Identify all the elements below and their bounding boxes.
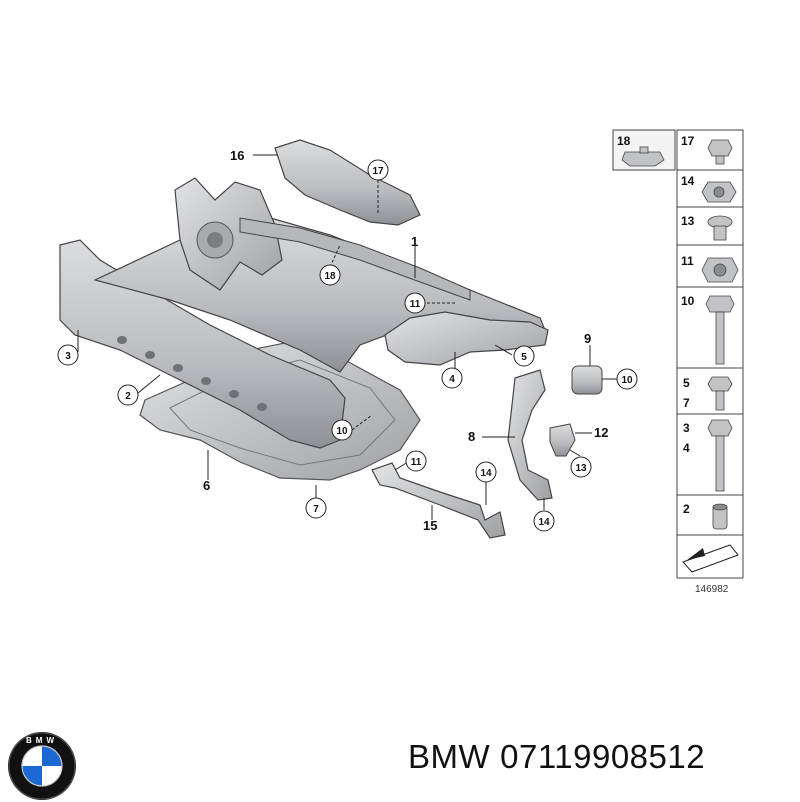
legend-label-4: 4 bbox=[683, 441, 690, 455]
callout-17: 17 bbox=[372, 166, 384, 177]
legend-label-13: 13 bbox=[681, 214, 695, 228]
legend-label-2: 2 bbox=[683, 502, 690, 516]
callout-5-circle: 5 bbox=[513, 345, 535, 367]
control-arm-part bbox=[507, 369, 553, 501]
callout-14-upper: 14 bbox=[480, 468, 492, 479]
callout-13: 13 bbox=[575, 463, 587, 474]
callout-5: 5 bbox=[521, 352, 527, 363]
callout-13-circle: 13 bbox=[570, 456, 592, 478]
legend-nut-11 bbox=[701, 257, 739, 283]
callout-11-upper-circle: 11 bbox=[404, 292, 426, 314]
legend-label-14: 14 bbox=[681, 174, 695, 188]
bushing-part bbox=[571, 365, 603, 395]
callout-15: 15 bbox=[423, 518, 437, 533]
legend-bolt-5-7 bbox=[707, 376, 733, 411]
legend-label-7: 7 bbox=[683, 396, 690, 410]
callout-10-right: 10 bbox=[621, 375, 633, 386]
legend-bolt-13 bbox=[707, 215, 733, 241]
callout-2-circle: 2 bbox=[117, 384, 139, 406]
callout-18-circle: 18 bbox=[319, 264, 341, 286]
callout-6: 6 bbox=[203, 478, 210, 493]
heat-shield-part bbox=[274, 139, 421, 226]
bmw-logo-quadrants bbox=[21, 745, 63, 787]
legend-clip-18 bbox=[621, 146, 665, 167]
callout-4: 4 bbox=[449, 374, 455, 385]
callout-2: 2 bbox=[125, 391, 131, 402]
callout-9: 9 bbox=[584, 331, 591, 346]
legend-label-3: 3 bbox=[683, 421, 690, 435]
callout-8: 8 bbox=[468, 429, 475, 444]
callout-14-upper-circle: 14 bbox=[475, 461, 497, 483]
callout-16: 16 bbox=[230, 148, 244, 163]
right-mount-part bbox=[384, 311, 549, 366]
callout-10-left: 10 bbox=[336, 426, 348, 437]
stabilizer-bar-part bbox=[239, 217, 471, 301]
callout-3-circle: 3 bbox=[57, 344, 79, 366]
callout-12: 12 bbox=[594, 425, 608, 440]
callout-11-lower: 11 bbox=[411, 457, 422, 468]
legend-label-11: 11 bbox=[681, 254, 694, 268]
bmw-logo: BMW bbox=[8, 732, 76, 800]
callout-14-lower-circle: 14 bbox=[533, 510, 555, 532]
part-number: 07119908512 bbox=[500, 738, 706, 775]
legend-bolt-10 bbox=[705, 295, 735, 365]
callout-7: 7 bbox=[313, 504, 319, 515]
callout-3: 3 bbox=[65, 351, 71, 362]
callout-7-circle: 7 bbox=[305, 497, 327, 519]
legend-nut-2 bbox=[712, 503, 728, 530]
callout-10-left-circle: 10 bbox=[331, 419, 353, 441]
callout-11-upper: 11 bbox=[410, 299, 421, 310]
callout-11-lower-circle: 11 bbox=[405, 450, 427, 472]
legend-label-18: 18 bbox=[617, 134, 631, 148]
legend-bolt-17 bbox=[707, 139, 733, 165]
tension-strut-part bbox=[371, 462, 506, 539]
callout-1: 1 bbox=[411, 234, 418, 249]
legend-label-5: 5 bbox=[683, 376, 690, 390]
callout-18: 18 bbox=[324, 271, 336, 282]
callout-4-circle: 4 bbox=[441, 367, 463, 389]
callout-14-lower: 14 bbox=[538, 517, 550, 528]
ball-joint-part bbox=[549, 423, 576, 457]
legend-label-10: 10 bbox=[681, 294, 695, 308]
legend-arrow-icon bbox=[682, 544, 739, 573]
drawing-number: 146982 bbox=[695, 584, 729, 595]
legend-bolt-3-4 bbox=[707, 419, 733, 492]
callout-10-right-circle: 10 bbox=[616, 368, 638, 390]
brand-name: BMW bbox=[408, 738, 491, 775]
legend-nut-14 bbox=[701, 181, 737, 203]
legend-label-17: 17 bbox=[681, 134, 695, 148]
bmw-logo-letters: BMW bbox=[26, 736, 58, 745]
callout-17-circle: 17 bbox=[367, 159, 389, 181]
